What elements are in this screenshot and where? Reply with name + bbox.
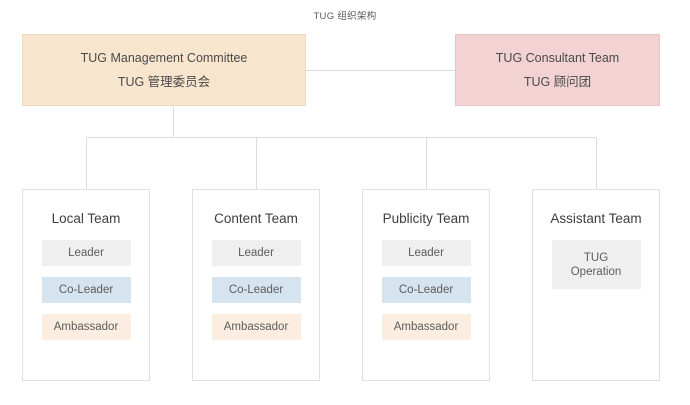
- local-team-title: Local Team: [51, 211, 121, 226]
- node-local-team[interactable]: Local Team Leader Co-Leader Ambassador: [22, 189, 150, 381]
- node-consultant-team[interactable]: TUG Consultant Team TUG 顾问团: [455, 34, 660, 106]
- content-team-title: Content Team: [214, 211, 298, 226]
- management-committee-name-zh: TUG 管理委员会: [117, 74, 211, 89]
- connector-drop-assistant: [596, 137, 597, 189]
- connector-management-to-consultant: [306, 70, 455, 71]
- role-chip-leader[interactable]: Leader: [381, 240, 471, 266]
- role-chip-coleader[interactable]: Co-Leader: [211, 277, 301, 303]
- connector-management-drop: [173, 106, 174, 138]
- role-chip-leader[interactable]: Leader: [211, 240, 301, 266]
- chart-title: TUG 组织架构: [313, 11, 377, 22]
- tug-operation-line2: Operation: [570, 265, 622, 278]
- role-chip-coleader[interactable]: Co-Leader: [41, 277, 131, 303]
- connector-drop-local: [86, 137, 87, 189]
- connector-drop-publicity: [426, 137, 427, 189]
- connector-drop-content: [256, 137, 257, 189]
- assistant-team-title: Assistant Team: [550, 211, 642, 226]
- connector-team-bus: [86, 137, 597, 138]
- node-content-team[interactable]: Content Team Leader Co-Leader Ambassador: [192, 189, 320, 381]
- local-team-roles: Leader Co-Leader Ambassador: [23, 240, 149, 340]
- role-chip-ambassador[interactable]: Ambassador: [41, 314, 131, 340]
- node-publicity-team[interactable]: Publicity Team Leader Co-Leader Ambassad…: [362, 189, 490, 381]
- role-chip-coleader[interactable]: Co-Leader: [381, 277, 471, 303]
- assistant-team-roles: TUG Operation: [533, 240, 659, 289]
- management-committee-name-en: TUG Management Committee: [80, 50, 248, 65]
- role-chip-ambassador[interactable]: Ambassador: [211, 314, 301, 340]
- consultant-team-name-zh: TUG 顾问团: [523, 74, 592, 89]
- content-team-roles: Leader Co-Leader Ambassador: [193, 240, 319, 340]
- publicity-team-title: Publicity Team: [382, 211, 470, 226]
- node-management-committee[interactable]: TUG Management Committee TUG 管理委员会: [22, 34, 306, 106]
- role-chip-leader[interactable]: Leader: [41, 240, 131, 266]
- role-chip-ambassador[interactable]: Ambassador: [381, 314, 471, 340]
- consultant-team-name-en: TUG Consultant Team: [495, 50, 620, 65]
- node-assistant-team[interactable]: Assistant Team TUG Operation: [532, 189, 660, 381]
- publicity-team-roles: Leader Co-Leader Ambassador: [363, 240, 489, 340]
- tug-operation-line1: TUG: [583, 251, 609, 264]
- role-chip-tug-operation[interactable]: TUG Operation: [551, 240, 641, 289]
